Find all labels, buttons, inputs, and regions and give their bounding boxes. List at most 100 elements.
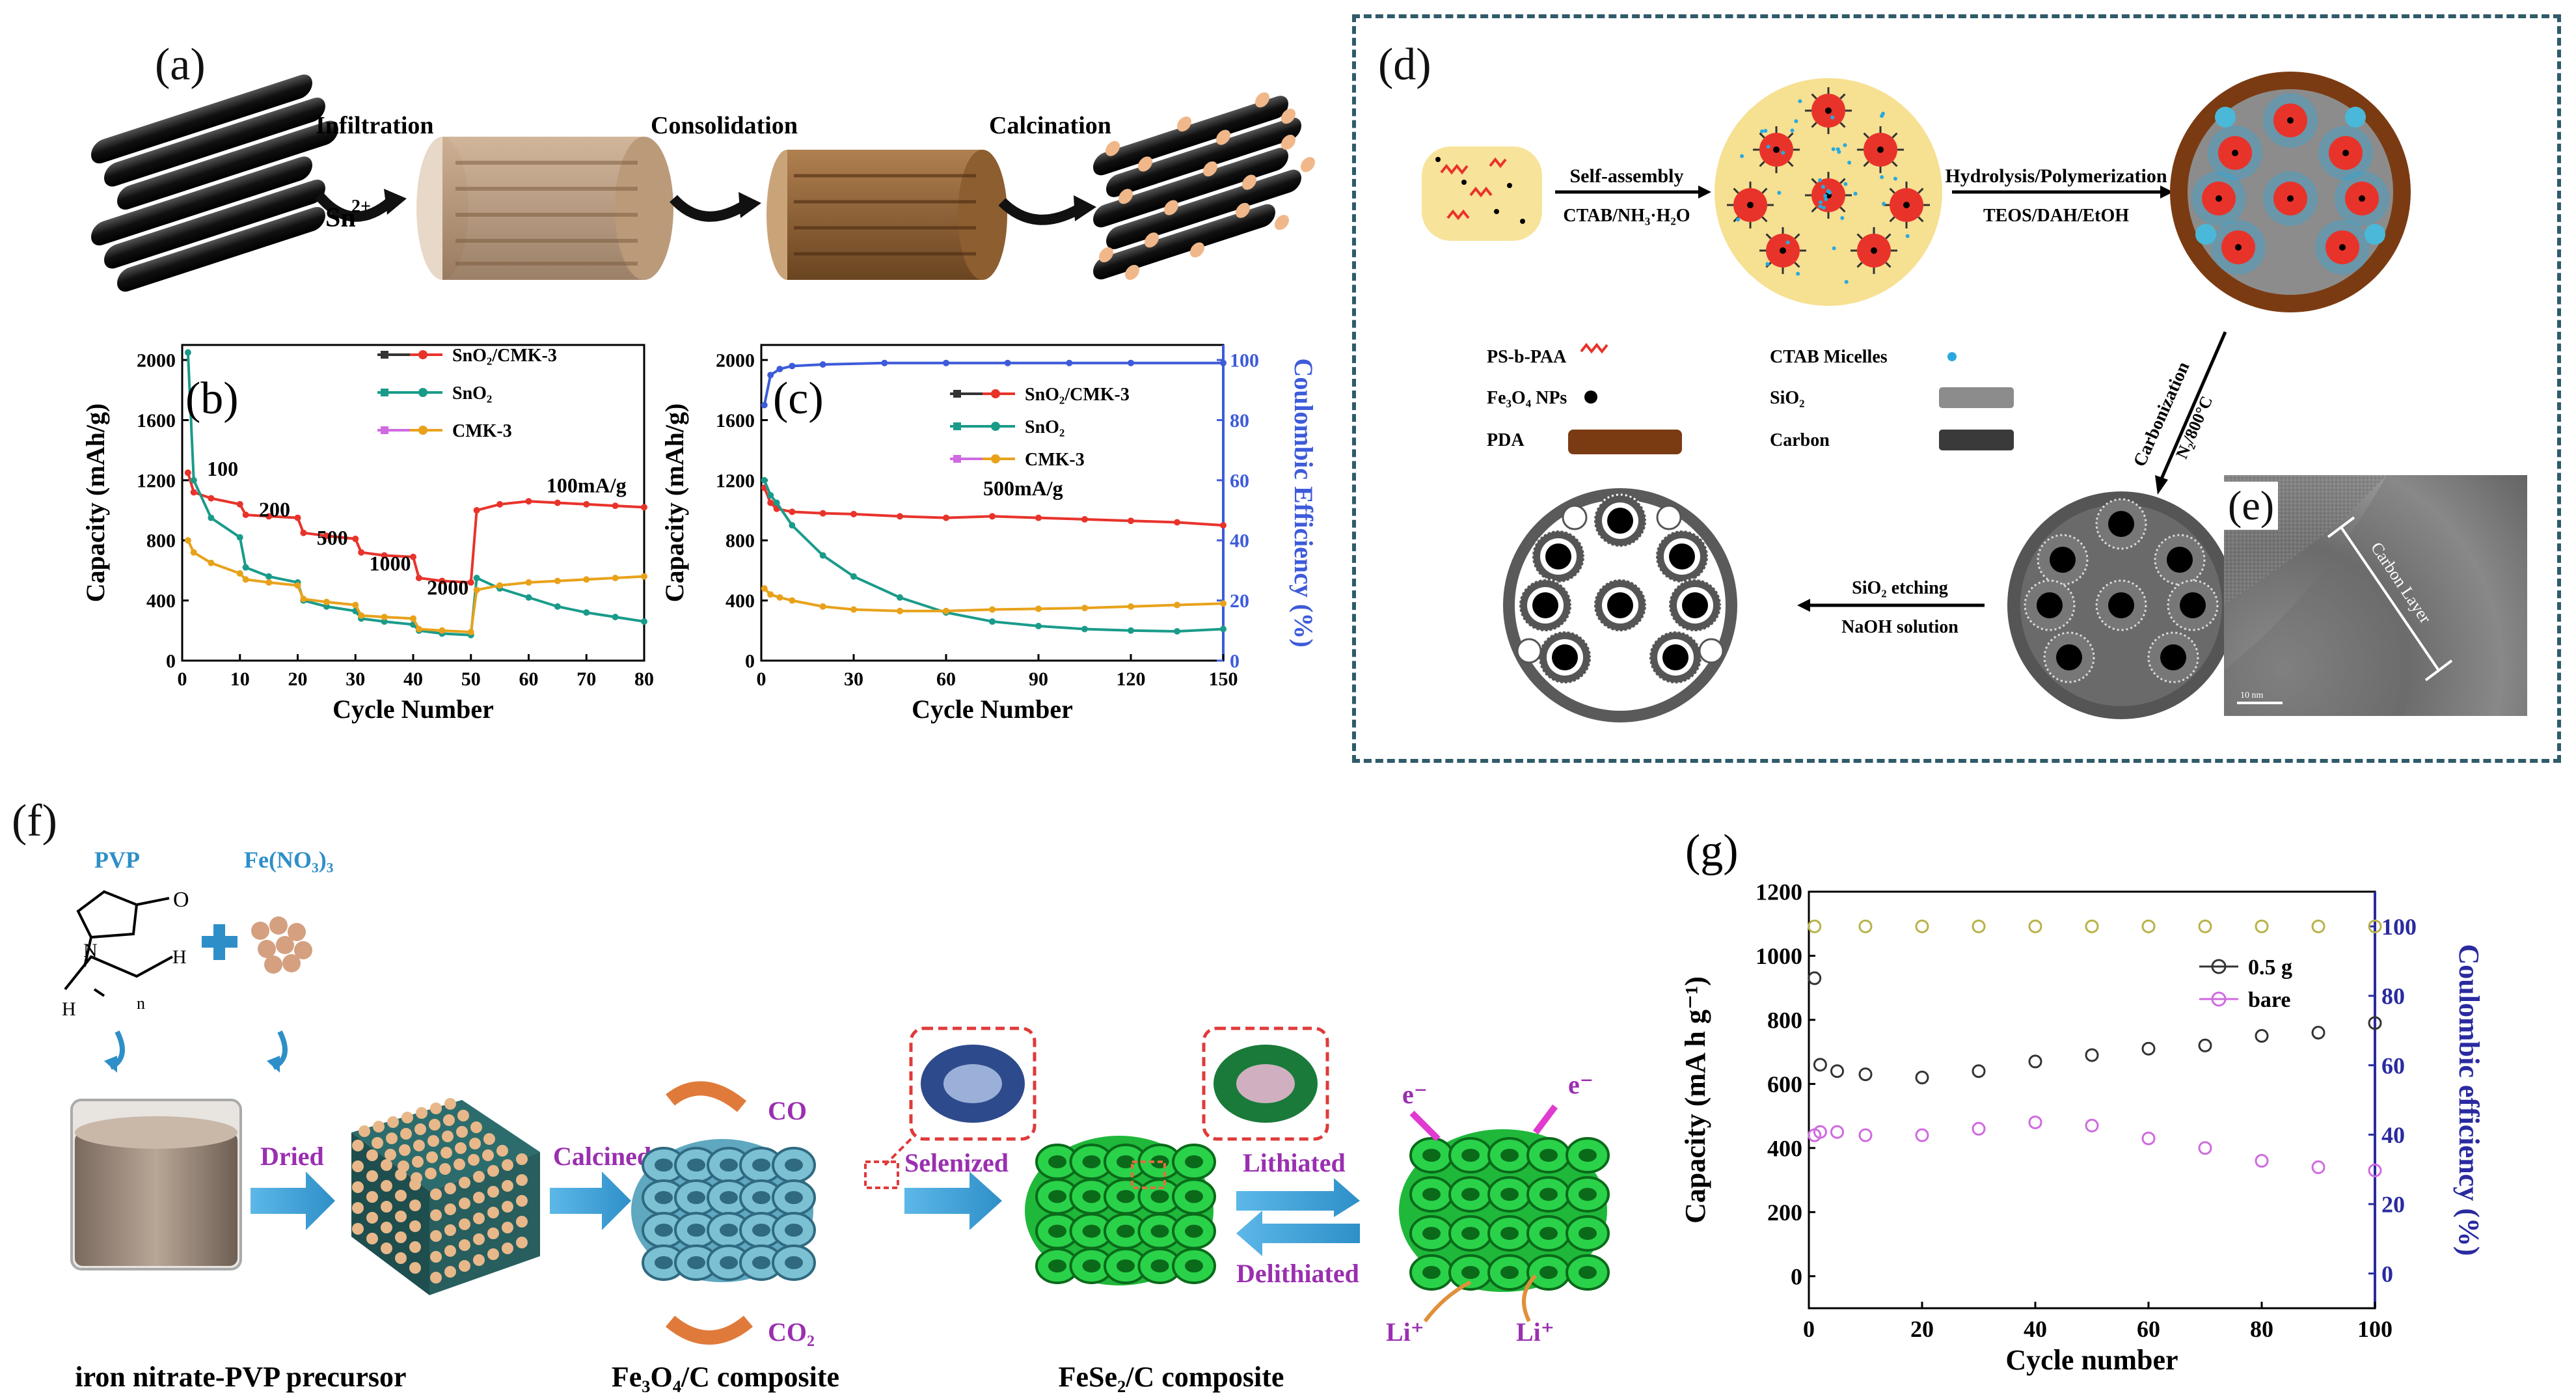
series-0-point (2029, 1056, 2041, 1067)
legend-marker (381, 351, 388, 359)
series-2-point (439, 627, 445, 634)
legend-label: SnO₂/CMK-3 (1025, 385, 1130, 405)
series-2-point (496, 583, 503, 589)
legend-label: SnO₂ (452, 383, 492, 404)
chart-g: 0204060801000200400600800100012000204060… (1666, 827, 2576, 1393)
legend-label: SnO₂/CMK-3 (452, 346, 557, 366)
fe3o4-core (2167, 547, 2193, 573)
series-2-point (416, 626, 422, 633)
series-1-point (185, 350, 191, 356)
series-2-point (897, 608, 903, 614)
step-calcination-label: Calcination (989, 112, 1111, 139)
y-tick-label: 1200 (716, 470, 755, 491)
legend-label: bare (2248, 988, 2290, 1012)
series-2-point (208, 560, 214, 566)
series-1-point (774, 500, 780, 506)
series-0-point (358, 549, 364, 556)
series-3-point (820, 361, 826, 368)
series-3-line (765, 363, 1223, 405)
legend-label: 0.5 g (2248, 955, 2292, 980)
series-3-point (1128, 360, 1134, 366)
series-0-point (237, 501, 243, 508)
series-1-point (850, 573, 857, 580)
y2-tick-label: 40 (2381, 1122, 2405, 1148)
series-2-point (526, 579, 532, 586)
series-2-point (2143, 920, 2154, 932)
x-axis-label: Cycle number (2005, 1344, 2178, 1376)
lithium-right: Li⁺ (1516, 1317, 1554, 1347)
series-1-point (554, 603, 561, 610)
x-tick-label: 120 (1117, 668, 1146, 690)
y-axis-label: Capacity (mAh/g) (81, 404, 110, 603)
legend-marker (991, 422, 1000, 431)
gas-co2: CO₂ (768, 1317, 815, 1347)
series-0-point (850, 511, 857, 517)
fe3o4-core (2056, 644, 2082, 670)
series-1-point (2086, 1119, 2098, 1131)
x-tick-label: 80 (634, 668, 654, 690)
series-3-point (761, 402, 768, 408)
series-1-point (1035, 623, 1042, 629)
chart-c: 0306090120150040080012001600200002040608… (664, 319, 1353, 781)
x-tick-label: 90 (1029, 668, 1048, 690)
electron-right: e⁻ (1568, 1070, 1593, 1099)
x-tick-label: 20 (1910, 1316, 1934, 1342)
y2-tick-label: 80 (1230, 410, 1249, 432)
series-2-point (474, 586, 480, 593)
legend-marker (991, 389, 1000, 398)
series-1-point (1832, 1126, 1843, 1138)
series-2-point (381, 614, 388, 620)
series-2-point (554, 578, 561, 584)
series-2-point (943, 608, 949, 614)
series-0-point (1128, 517, 1134, 524)
legend-marker (991, 454, 1000, 463)
y-tick-label: 400 (725, 590, 755, 612)
series-0-point (989, 513, 996, 519)
legend-ps-b-paa: PS-b-PAA (1487, 347, 1567, 367)
y-tick-label: 600 (1767, 1071, 1802, 1097)
series-1-point (2029, 1116, 2041, 1128)
y-tick-label: 1600 (716, 410, 755, 432)
series-0-point (526, 498, 532, 504)
panel-e-letter: (e) (2224, 482, 2278, 530)
panel-letter: (b) (185, 374, 239, 424)
series-2-point (789, 597, 795, 604)
series-1-point (237, 534, 243, 541)
pvp-n: N (83, 940, 98, 961)
series-2-point (761, 585, 768, 592)
d-arrow2-top: Hydrolysis/Polymerization (1945, 165, 2167, 187)
x-tick-label: 80 (2250, 1316, 2273, 1342)
fe3o4-core (2180, 592, 2206, 618)
x-tick-label: 40 (2024, 1316, 2047, 1342)
series-1-point (989, 618, 996, 625)
y-tick-label: 2000 (716, 350, 755, 372)
series-0-point (943, 515, 949, 521)
caption-precursor: iron nitrate-PVP precursor (75, 1361, 406, 1393)
reagent-pvp: PVP (94, 847, 140, 873)
series-1-point (641, 618, 647, 625)
x-tick-label: 100 (2357, 1316, 2393, 1342)
series-2-point (295, 583, 301, 589)
series-0-point (208, 495, 214, 502)
fe3o4-core (2108, 592, 2134, 618)
gas-co: CO (768, 1096, 807, 1125)
series-3-point (943, 360, 949, 366)
y2-tick-label: 60 (2381, 1052, 2405, 1078)
d-arrow4-top: SiO₂ etching (1852, 578, 1948, 598)
series-0-point (1081, 516, 1088, 523)
data-annotation: 100 (207, 457, 238, 480)
data-annotation: 200 (259, 497, 290, 521)
y-tick-label: 2000 (137, 350, 176, 372)
y-tick-label: 0 (166, 651, 176, 672)
series-0-point (789, 508, 795, 515)
series-1-point (1973, 1123, 1985, 1134)
fe3o4-core (1662, 644, 1688, 670)
y-tick-label: 1600 (137, 410, 176, 432)
fe3o4-core (2050, 547, 2076, 573)
d-arrow4-bottom: NaOH solution (1841, 617, 1959, 637)
step-infiltration-label: Infiltration (316, 112, 434, 139)
series-2-point (1128, 603, 1134, 610)
y2-tick-label: 0 (2381, 1261, 2393, 1287)
series-2-point (776, 594, 783, 601)
y-tick-label: 200 (1767, 1200, 1802, 1226)
